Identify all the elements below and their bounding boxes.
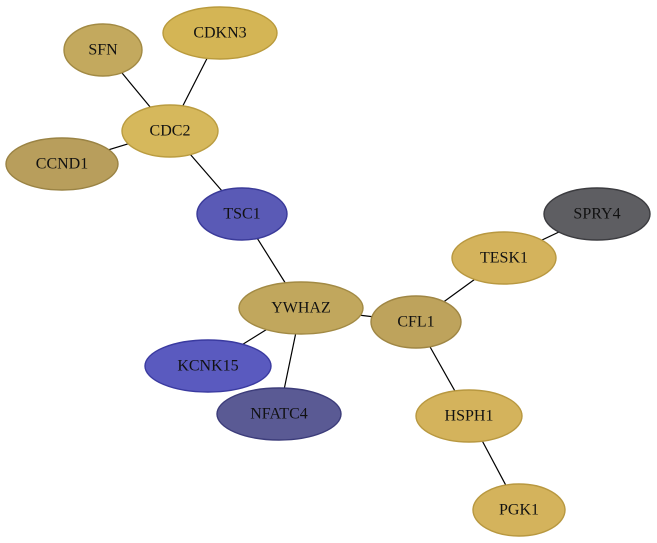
node-ywhaz[interactable]: YWHAZ	[238, 281, 364, 335]
node-ccnd1[interactable]: CCND1	[5, 137, 119, 191]
node-shape-kcnk15	[144, 339, 272, 393]
node-tsc1[interactable]: TSC1	[196, 187, 288, 241]
node-cdc2[interactable]: CDC2	[121, 104, 219, 158]
node-label-cdkn3: CDKN3	[193, 25, 246, 42]
node-label-tsc1: TSC1	[223, 206, 260, 223]
node-label-ywhaz: YWHAZ	[271, 300, 331, 317]
node-cfl1[interactable]: CFL1	[370, 295, 462, 349]
node-shape-ccnd1	[5, 137, 119, 191]
node-shape-cdc2	[121, 104, 219, 158]
node-shape-cfl1	[370, 295, 462, 349]
node-shape-cdkn3	[162, 6, 278, 60]
node-label-cdc2: CDC2	[150, 123, 191, 140]
node-kcnk15[interactable]: KCNK15	[144, 339, 272, 393]
node-label-ccnd1: CCND1	[36, 156, 88, 173]
node-label-kcnk15: KCNK15	[177, 358, 238, 375]
node-shape-nfatc4	[216, 387, 342, 441]
node-label-cfl1: CFL1	[397, 314, 434, 331]
node-label-hsph1: HSPH1	[445, 408, 494, 425]
node-hsph1[interactable]: HSPH1	[415, 389, 523, 443]
node-pgk1[interactable]: PGK1	[472, 483, 566, 537]
node-shape-ywhaz	[238, 281, 364, 335]
node-label-pgk1: PGK1	[499, 502, 539, 519]
node-shape-sfn	[63, 23, 143, 77]
node-spry4[interactable]: SPRY4	[543, 187, 651, 241]
node-label-tesk1: TESK1	[480, 250, 528, 267]
node-shape-tsc1	[196, 187, 288, 241]
node-label-nfatc4: NFATC4	[250, 406, 308, 423]
node-shape-pgk1	[472, 483, 566, 537]
node-label-sfn: SFN	[88, 42, 118, 59]
node-nfatc4[interactable]: NFATC4	[216, 387, 342, 441]
node-cdkn3[interactable]: CDKN3	[162, 6, 278, 60]
node-shape-spry4	[543, 187, 651, 241]
node-shape-hsph1	[415, 389, 523, 443]
node-label-spry4: SPRY4	[573, 206, 620, 223]
node-tesk1[interactable]: TESK1	[451, 231, 557, 285]
node-shape-tesk1	[451, 231, 557, 285]
node-sfn[interactable]: SFN	[63, 23, 143, 77]
